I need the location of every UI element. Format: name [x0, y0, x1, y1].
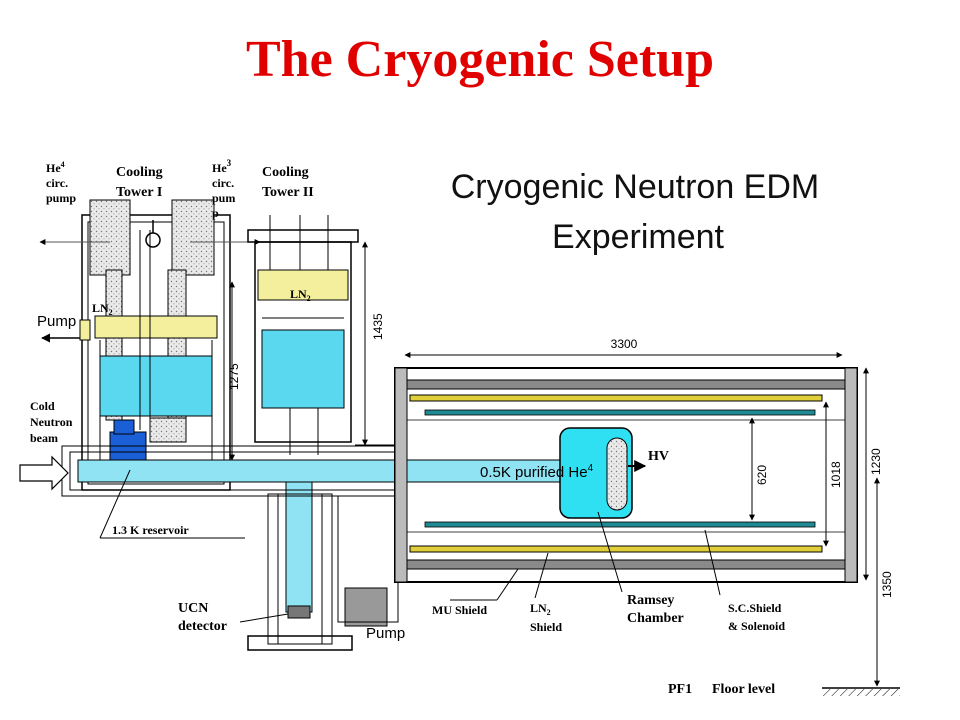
cooling-tower-1	[81, 199, 231, 491]
dim-1230: 1230	[869, 448, 883, 475]
ln2-tower-label: LN2	[290, 287, 311, 303]
pump-left-label: Pump	[37, 313, 76, 330]
svg-text:LN2: LN2	[530, 601, 551, 617]
pump-bottom-label: Pump	[366, 625, 405, 642]
ln2-shield-label: LN2 Shield	[530, 601, 562, 634]
svg-text:S.C.Shield: S.C.Shield	[728, 601, 782, 615]
floor-hatch	[822, 689, 900, 696]
svg-text:circ.: circ.	[46, 176, 68, 190]
svg-text:Ramsey: Ramsey	[627, 593, 674, 608]
svg-text:Tower I: Tower I	[116, 185, 162, 200]
main-cryostat	[394, 367, 858, 583]
svg-text:Tower II: Tower II	[262, 185, 314, 200]
floor-level-label: Floor level	[712, 682, 775, 697]
diagram-heading-line1: Cryogenic Neutron EDM	[451, 168, 819, 206]
ramsey-chamber	[559, 427, 633, 519]
dim-1018: 1018	[829, 461, 843, 488]
dim-3300: 3300	[611, 337, 638, 351]
svg-text:Cooling: Cooling	[262, 165, 309, 180]
svg-text:circ.: circ.	[212, 176, 234, 190]
svg-text:UCN: UCN	[178, 601, 208, 616]
svg-text:Neutron: Neutron	[30, 415, 73, 429]
page-title: The Cryogenic Setup	[246, 31, 714, 88]
he4-pump-label: He4 circ. pump	[46, 160, 76, 205]
dim-1435: 1435	[371, 313, 385, 340]
dim-1350: 1350	[880, 571, 894, 598]
purified-label: 0.5K purified He4	[480, 463, 594, 481]
svg-text:Cold: Cold	[30, 399, 55, 413]
dim-620: 620	[755, 465, 769, 485]
svg-text:He4: He4	[46, 160, 65, 175]
svg-text:pum: pum	[212, 191, 235, 205]
sc-shield-label: S.C.Shield & Solenoid	[728, 601, 785, 633]
cooling-tower-2-label: Cooling Tower II	[262, 165, 314, 200]
he3-pump-label: He3 circ. pum p	[212, 158, 235, 220]
reservoir-label: 1.3 K reservoir	[112, 523, 189, 537]
ln2-left-label: LN2	[92, 301, 113, 317]
svg-text:p: p	[212, 206, 219, 220]
pf1-label: PF1	[668, 682, 692, 697]
cold-neutron-beam-label: Cold Neutron beam	[30, 399, 73, 445]
svg-text:Chamber: Chamber	[627, 611, 684, 626]
svg-text:beam: beam	[30, 431, 58, 445]
svg-text:Cooling: Cooling	[116, 165, 163, 180]
bottom-pump	[337, 495, 399, 627]
hv-label: HV	[648, 449, 669, 464]
cooling-tower-2	[247, 215, 395, 455]
dim-1275: 1275	[227, 363, 241, 390]
ucn-guide	[61, 445, 579, 651]
ucn-detector	[287, 605, 311, 619]
svg-text:Shield: Shield	[530, 620, 562, 634]
svg-text:detector: detector	[178, 619, 227, 634]
neutron-beam-arrow	[19, 455, 69, 491]
mu-shield-label: MU Shield	[432, 603, 487, 617]
cooling-tower-1-label: Cooling Tower I	[116, 165, 163, 200]
svg-text:& Solenoid: & Solenoid	[728, 619, 785, 633]
diagram-heading-line2: Experiment	[552, 218, 725, 256]
svg-text:He3: He3	[212, 158, 232, 175]
svg-text:pump: pump	[46, 191, 76, 205]
ramsey-chamber-label: Ramsey Chamber	[627, 593, 684, 626]
ucn-detector-label: UCN detector	[178, 601, 227, 634]
